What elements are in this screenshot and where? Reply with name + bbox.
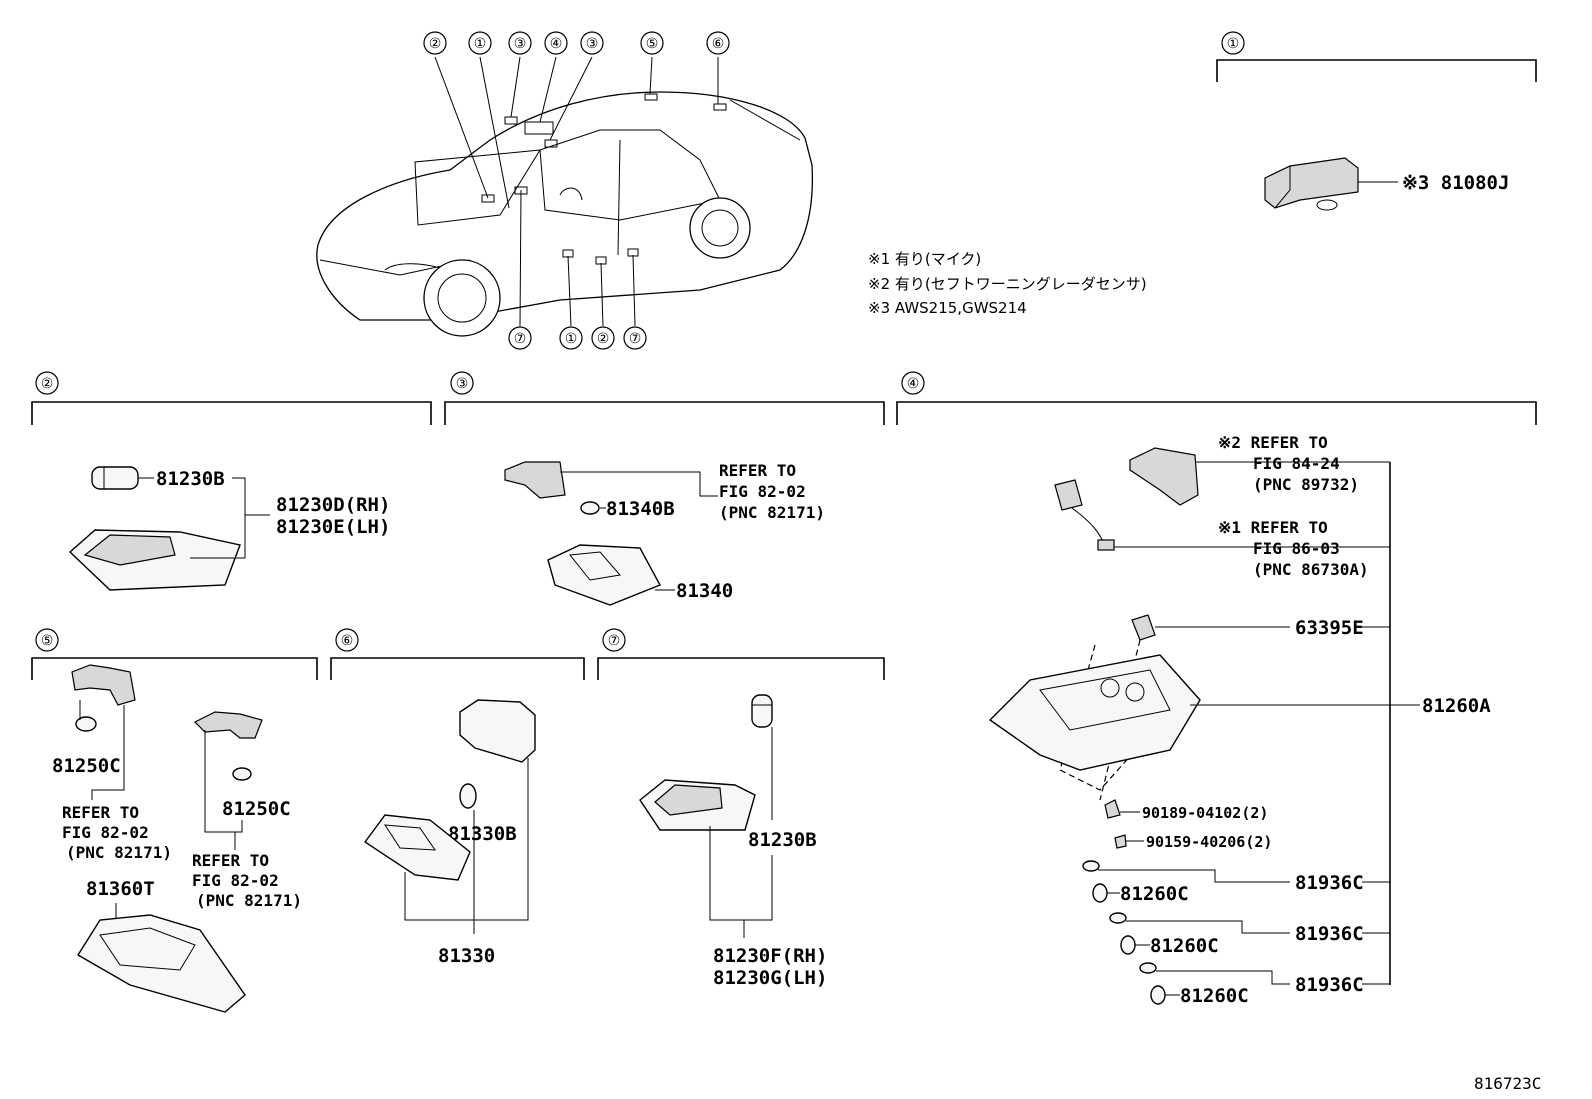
- part-label: 81230G(LH): [713, 967, 827, 989]
- screw-part: [1104, 799, 1121, 819]
- part-label: 81230B: [156, 468, 225, 490]
- socket-part: [193, 711, 263, 739]
- refer-text: ※1 REFER TO: [1218, 518, 1328, 537]
- radar-sensor-part: [1129, 447, 1199, 506]
- part-label: 81936C: [1295, 872, 1364, 894]
- refer-text: (PNC 82171): [196, 891, 302, 910]
- screw-part: [1114, 834, 1127, 849]
- socket-part: [71, 664, 136, 706]
- refer-text: ※2 REFER TO: [1218, 433, 1328, 452]
- car-callout: ②: [429, 36, 442, 52]
- part-label: 81936C: [1295, 923, 1364, 945]
- clip-part: [1131, 614, 1156, 641]
- bulb-part: [1120, 935, 1136, 955]
- refer-text: REFER TO: [192, 851, 269, 870]
- car-callout: ⑦: [629, 331, 642, 347]
- car-callout: ⑤: [646, 36, 659, 52]
- car-callouts-top: ② ① ③ ④ ③ ⑤ ⑥: [423, 31, 730, 55]
- refer-text: REFER TO: [62, 803, 139, 822]
- car-callout: ⑦: [514, 331, 527, 347]
- car-callout: ③: [514, 36, 527, 52]
- section-1: ① ※3 81080J: [1216, 31, 1537, 211]
- diagram-id: 816723C: [1474, 1074, 1541, 1093]
- refer-text: FIG 82-02: [62, 823, 149, 842]
- refer-text: (PNC 82171): [719, 503, 825, 522]
- car-callout: ⑥: [712, 36, 725, 52]
- overhead-console-part: [988, 654, 1201, 771]
- refer-text: FIG 86-03: [1253, 539, 1340, 558]
- section-6: ⑥ 81330B 81330: [330, 628, 585, 967]
- part-label: 81340: [676, 580, 733, 602]
- part-label: 81250C: [52, 755, 121, 777]
- bulb-part: [1092, 883, 1108, 903]
- refer-text: FIG 84-24: [1253, 454, 1340, 473]
- refer-text: FIG 82-02: [192, 871, 279, 890]
- lamp-part: [547, 544, 661, 606]
- refer-text: (PNC 86730A): [1253, 560, 1369, 579]
- section-marker: ③: [456, 376, 469, 392]
- car-callout: ③: [586, 36, 599, 52]
- notes: ※1 有り(マイク) ※2 有り(セフトワーニングレーダセンサ) ※3 AWS2…: [868, 250, 1147, 317]
- part-label: 81260C: [1180, 985, 1249, 1007]
- car-callout: ①: [474, 36, 487, 52]
- lens-part: [459, 699, 536, 763]
- part-label: 90159-40206(2): [1146, 833, 1272, 851]
- bulb-part: [751, 694, 773, 728]
- note-3: ※3 AWS215,GWS214: [868, 299, 1027, 317]
- part-label: 81230F(RH): [713, 945, 827, 967]
- bulb-part: [232, 767, 252, 781]
- car-callout: ④: [550, 36, 563, 52]
- section-marker: ①: [1227, 36, 1240, 52]
- bulb-part: [459, 783, 477, 809]
- note-1: ※1 有り(マイク): [868, 250, 981, 268]
- section-marker: ②: [41, 376, 54, 392]
- socket-part: [1109, 912, 1127, 924]
- car-callout: ①: [565, 331, 578, 347]
- section-3: ③ 81340B REFER TO FIG 82-02 (PNC 82171) …: [444, 371, 885, 606]
- section-5: ⑤ 81250C REFER TO FIG 82-02 (PNC 82171) …: [31, 628, 318, 1013]
- part-label: 81260C: [1120, 883, 1189, 905]
- car-illustration: [316, 56, 814, 337]
- part-label: 81230D(RH): [276, 494, 390, 516]
- part-label: 81250C: [222, 798, 291, 820]
- part-label: 81330: [438, 945, 495, 967]
- part-label: 81330B: [448, 823, 517, 845]
- part-label: 81360T: [86, 878, 155, 900]
- part-label: 81260C: [1150, 935, 1219, 957]
- sensor-part: [1264, 157, 1359, 209]
- socket-part: [1082, 860, 1100, 872]
- section-marker: ④: [907, 376, 920, 392]
- part-label: 81230B: [748, 829, 817, 851]
- bulb-part: [91, 466, 139, 490]
- part-label: 90189-04102(2): [1142, 804, 1268, 822]
- refer-text: (PNC 82171): [66, 843, 172, 862]
- socket-part: [504, 461, 566, 499]
- part-label: 81340B: [606, 498, 675, 520]
- refer-text: REFER TO: [719, 461, 796, 480]
- console-part: [77, 914, 246, 1013]
- section-7: ⑦ 81230B 81230F(RH) 81230G(LH): [597, 628, 885, 989]
- part-label: 81260A: [1422, 695, 1491, 717]
- section-marker: ⑦: [608, 633, 621, 649]
- bulb-part: [75, 716, 97, 732]
- part-label: ※3 81080J: [1402, 172, 1509, 194]
- car-callouts-bottom: ⑦ ① ② ⑦: [508, 326, 647, 350]
- section-marker: ⑤: [41, 633, 54, 649]
- section-marker: ⑥: [341, 633, 354, 649]
- car-callout: ②: [597, 331, 610, 347]
- lamp-housing-part: [363, 814, 471, 881]
- note-2: ※2 有り(セフトワーニングレーダセンサ): [868, 275, 1147, 293]
- part-label: 63395E: [1295, 617, 1364, 639]
- bulb-part: [1150, 985, 1166, 1005]
- section-4: ④ ※2 REFER TO FIG 84-24 (PNC 89732) ※1 R…: [896, 371, 1537, 1007]
- refer-text: (PNC 89732): [1253, 475, 1359, 494]
- section-2: ② 81230B 81230D(RH) 81230E(LH): [31, 371, 432, 591]
- bulb-part: [580, 501, 600, 515]
- socket-part: [1139, 962, 1157, 974]
- refer-text: FIG 82-02: [719, 482, 806, 501]
- microphone-part: [1054, 479, 1083, 511]
- part-label: 81230E(LH): [276, 516, 390, 538]
- part-label: 81936C: [1295, 974, 1364, 996]
